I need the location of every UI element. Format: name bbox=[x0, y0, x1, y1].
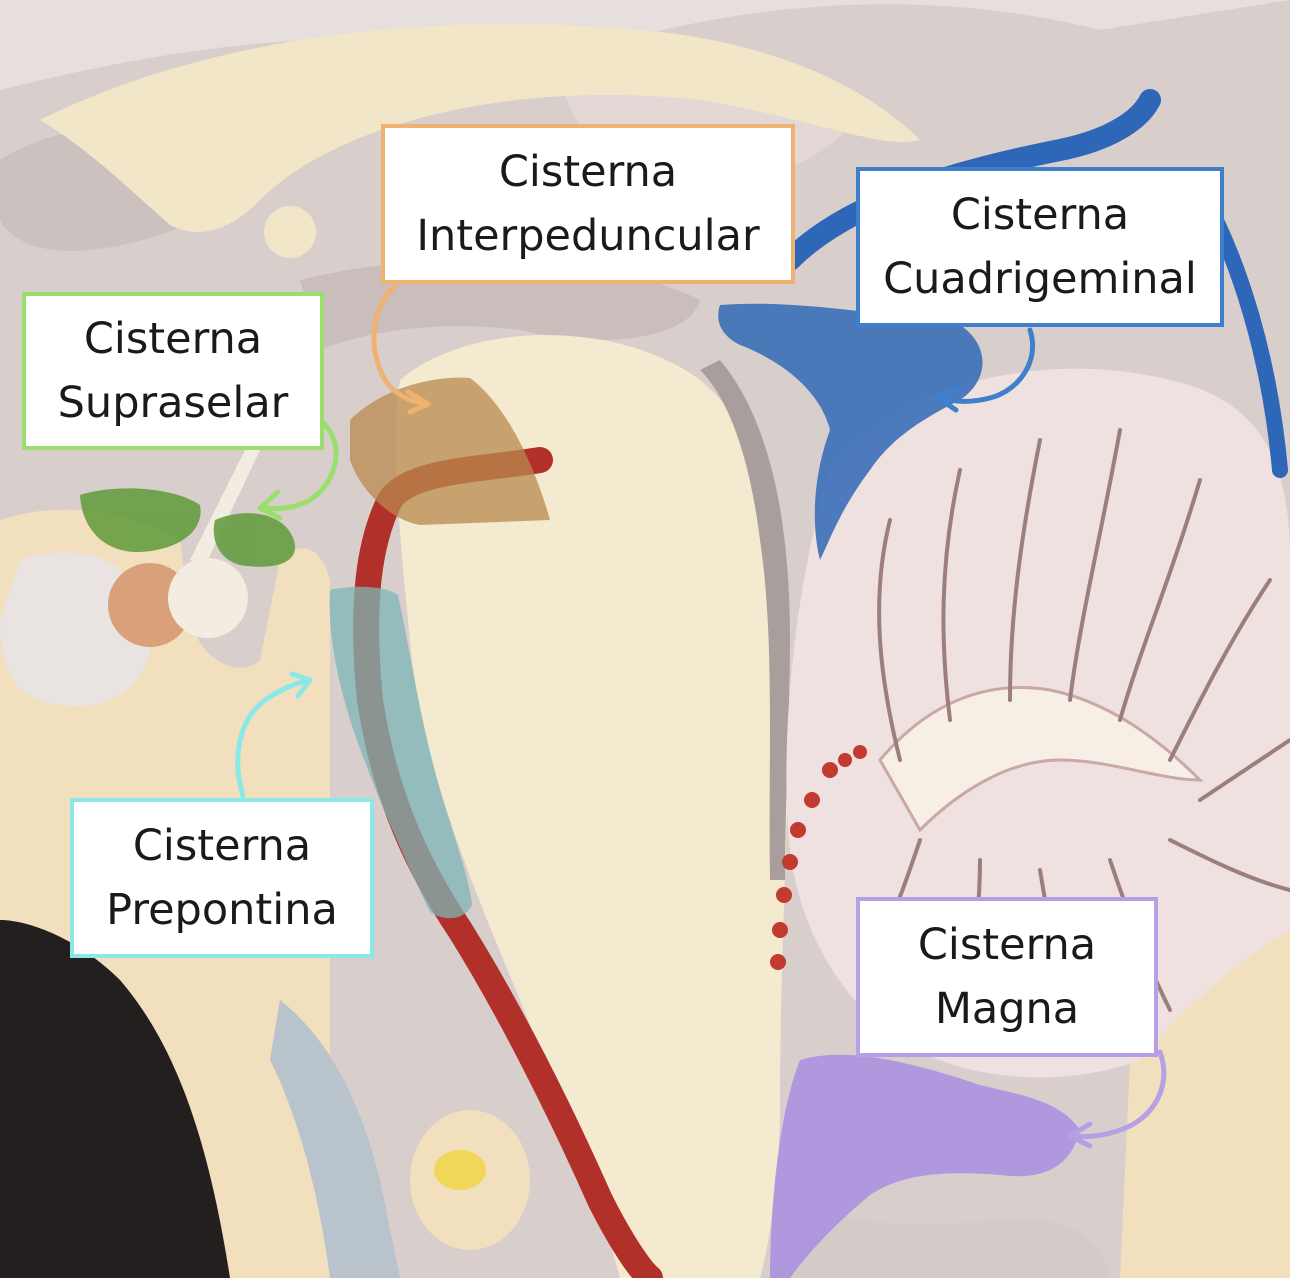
arrow-magna bbox=[1067, 1049, 1167, 1149]
arrow-prepontina bbox=[235, 671, 313, 799]
occipital-bone bbox=[1120, 930, 1290, 1278]
label-cisterna-cuadrigeminal: Cisterna Cuadrigeminal bbox=[856, 167, 1224, 327]
corpus-callosum bbox=[40, 24, 920, 232]
cerebellar-vessels bbox=[770, 745, 867, 970]
label-line-1: Cisterna bbox=[132, 820, 312, 871]
label-line-2: Interpeduncular bbox=[416, 211, 760, 261]
neck-tissue bbox=[270, 1000, 400, 1278]
label-line-1: Cisterna bbox=[498, 146, 678, 197]
brainstem bbox=[395, 335, 790, 1278]
cisterna-cuadrigeminal-region bbox=[718, 303, 983, 560]
label-line-2: Supraselar bbox=[57, 378, 289, 428]
arrow-cuadrigeminal bbox=[935, 327, 1036, 413]
fat-pad bbox=[434, 1150, 486, 1190]
label-line-2: Cuadrigeminal bbox=[883, 254, 1197, 304]
cisterna-prepontina-region bbox=[329, 586, 472, 919]
label-cisterna-interpeduncular: Cisterna Interpeduncular bbox=[381, 124, 795, 284]
arrow-supraselar bbox=[257, 417, 339, 521]
spinal-area bbox=[770, 1200, 1110, 1278]
deep-vein bbox=[779, 89, 1161, 271]
pituitary-stalk bbox=[190, 440, 262, 566]
fornix-node bbox=[264, 206, 316, 258]
arbor-vitae bbox=[878, 686, 1204, 833]
label-line-2: Magna bbox=[934, 984, 1080, 1034]
label-line-1: Cisterna bbox=[917, 919, 1097, 970]
cerebral-fold bbox=[0, 0, 1290, 90]
cisterna-interpeduncular-region bbox=[350, 377, 550, 525]
fourth-ventricle bbox=[700, 360, 790, 880]
cisterna-supraselar-region bbox=[80, 488, 296, 567]
arrow-interpeduncular bbox=[371, 283, 431, 415]
label-cisterna-magna: Cisterna Magna bbox=[856, 897, 1158, 1057]
cisterna-magna-region bbox=[770, 1054, 1080, 1278]
label-line-1: Cisterna bbox=[83, 313, 263, 364]
label-line-2: Prepontina bbox=[106, 885, 338, 935]
label-cisterna-prepontina: Cisterna Prepontina bbox=[70, 798, 374, 958]
label-cisterna-supraselar: Cisterna Supraselar bbox=[22, 292, 324, 450]
pituitary-posterior bbox=[168, 558, 248, 638]
label-line-1: Cisterna bbox=[950, 189, 1130, 240]
